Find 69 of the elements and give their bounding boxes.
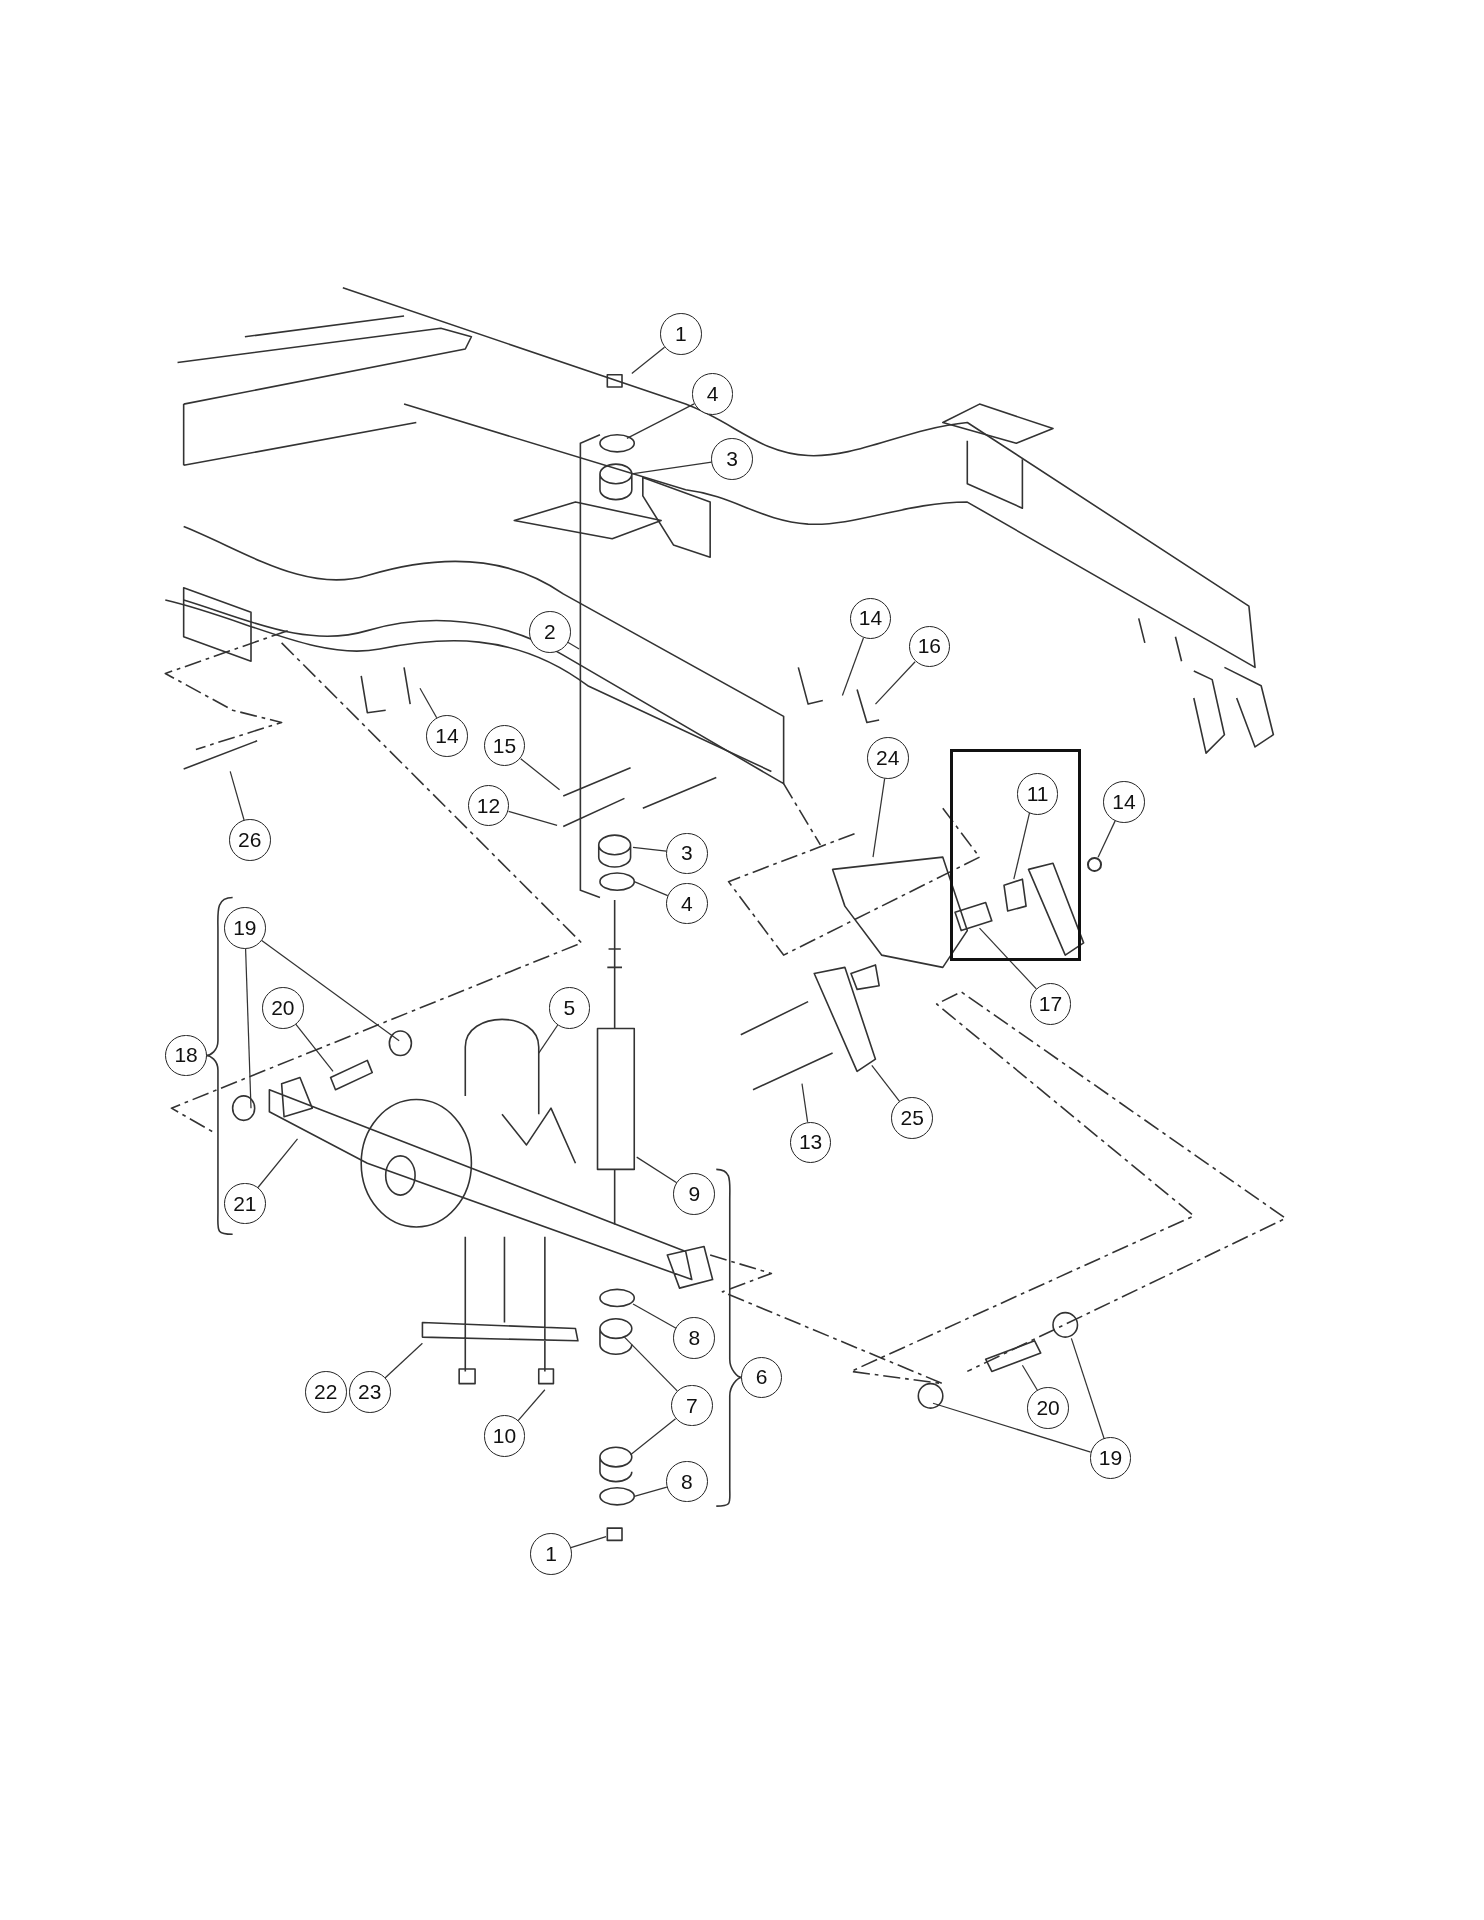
callout-number: 23 (348, 1371, 391, 1413)
leader-line (633, 881, 669, 897)
callout-number: 4 (666, 882, 708, 925)
leader-line (841, 637, 865, 697)
callout-number: 12 (467, 784, 510, 827)
callout-number: 16 (908, 625, 951, 668)
leader-line (1021, 1364, 1038, 1391)
callout-number: 15 (483, 724, 526, 767)
callout-number: 11 (1016, 773, 1059, 815)
callout-number: 14 (426, 715, 468, 757)
leader-line (871, 1064, 901, 1103)
callout-number: 20 (1027, 1387, 1069, 1429)
leader-line (384, 1342, 424, 1379)
leader-line (978, 927, 1037, 990)
leader-line (570, 1536, 607, 1549)
leader-line (520, 758, 561, 791)
leader-line (632, 846, 667, 852)
leader-line (636, 1156, 678, 1184)
callout-number: 3 (666, 832, 708, 875)
callout-number: 10 (483, 1415, 526, 1458)
callout-number: 8 (673, 1317, 716, 1360)
leader-line (633, 1486, 668, 1497)
callout-number: 14 (1103, 781, 1145, 823)
leader-line (261, 939, 400, 1042)
callout-number: 24 (866, 737, 909, 779)
callout-number: 18 (165, 1034, 207, 1077)
leader-line (626, 403, 695, 439)
leader-line (631, 461, 713, 475)
leader-line (229, 770, 245, 821)
callout-number: 1 (659, 313, 702, 356)
washer (1087, 857, 1102, 872)
callout-number: 19 (224, 907, 266, 949)
callout-number: 19 (1089, 1437, 1132, 1480)
leader-line (1070, 1337, 1105, 1440)
leader-line (631, 346, 666, 375)
callout-number: 14 (849, 597, 892, 640)
leader-line (257, 1138, 299, 1189)
callout-number: 4 (691, 373, 734, 416)
callout-number: 25 (891, 1097, 933, 1139)
callout-number: 7 (670, 1384, 713, 1427)
leader-line (872, 777, 886, 858)
leader-line (932, 1402, 1092, 1453)
leader-line (874, 661, 916, 705)
leader-line (801, 1083, 809, 1123)
leader-line (629, 1418, 677, 1456)
leader-line (517, 1389, 546, 1422)
leader-line (567, 641, 580, 650)
leader-line (623, 1336, 678, 1392)
callout-number: 5 (548, 986, 591, 1029)
highlight-frame (950, 749, 1082, 962)
callout-number: 21 (224, 1182, 266, 1225)
callout-number: 8 (666, 1460, 708, 1503)
leader-line (632, 1303, 677, 1329)
leader-line (1097, 820, 1116, 858)
leader-line (419, 687, 438, 719)
callout-number: 1 (530, 1532, 572, 1575)
callout-number: 17 (1029, 983, 1072, 1025)
callout-number: 9 (673, 1173, 716, 1215)
leader-line (245, 948, 252, 1109)
leader-line (538, 1024, 559, 1054)
leader-line (507, 810, 558, 826)
callout-number: 6 (740, 1356, 783, 1399)
callout-number: 3 (711, 438, 753, 480)
callout-number: 26 (228, 819, 271, 861)
leader-line (295, 1023, 334, 1073)
callout-number: 2 (528, 611, 571, 653)
callout-number: 20 (262, 986, 304, 1029)
callout-number: 13 (789, 1121, 832, 1164)
callout-number: 22 (304, 1371, 347, 1413)
